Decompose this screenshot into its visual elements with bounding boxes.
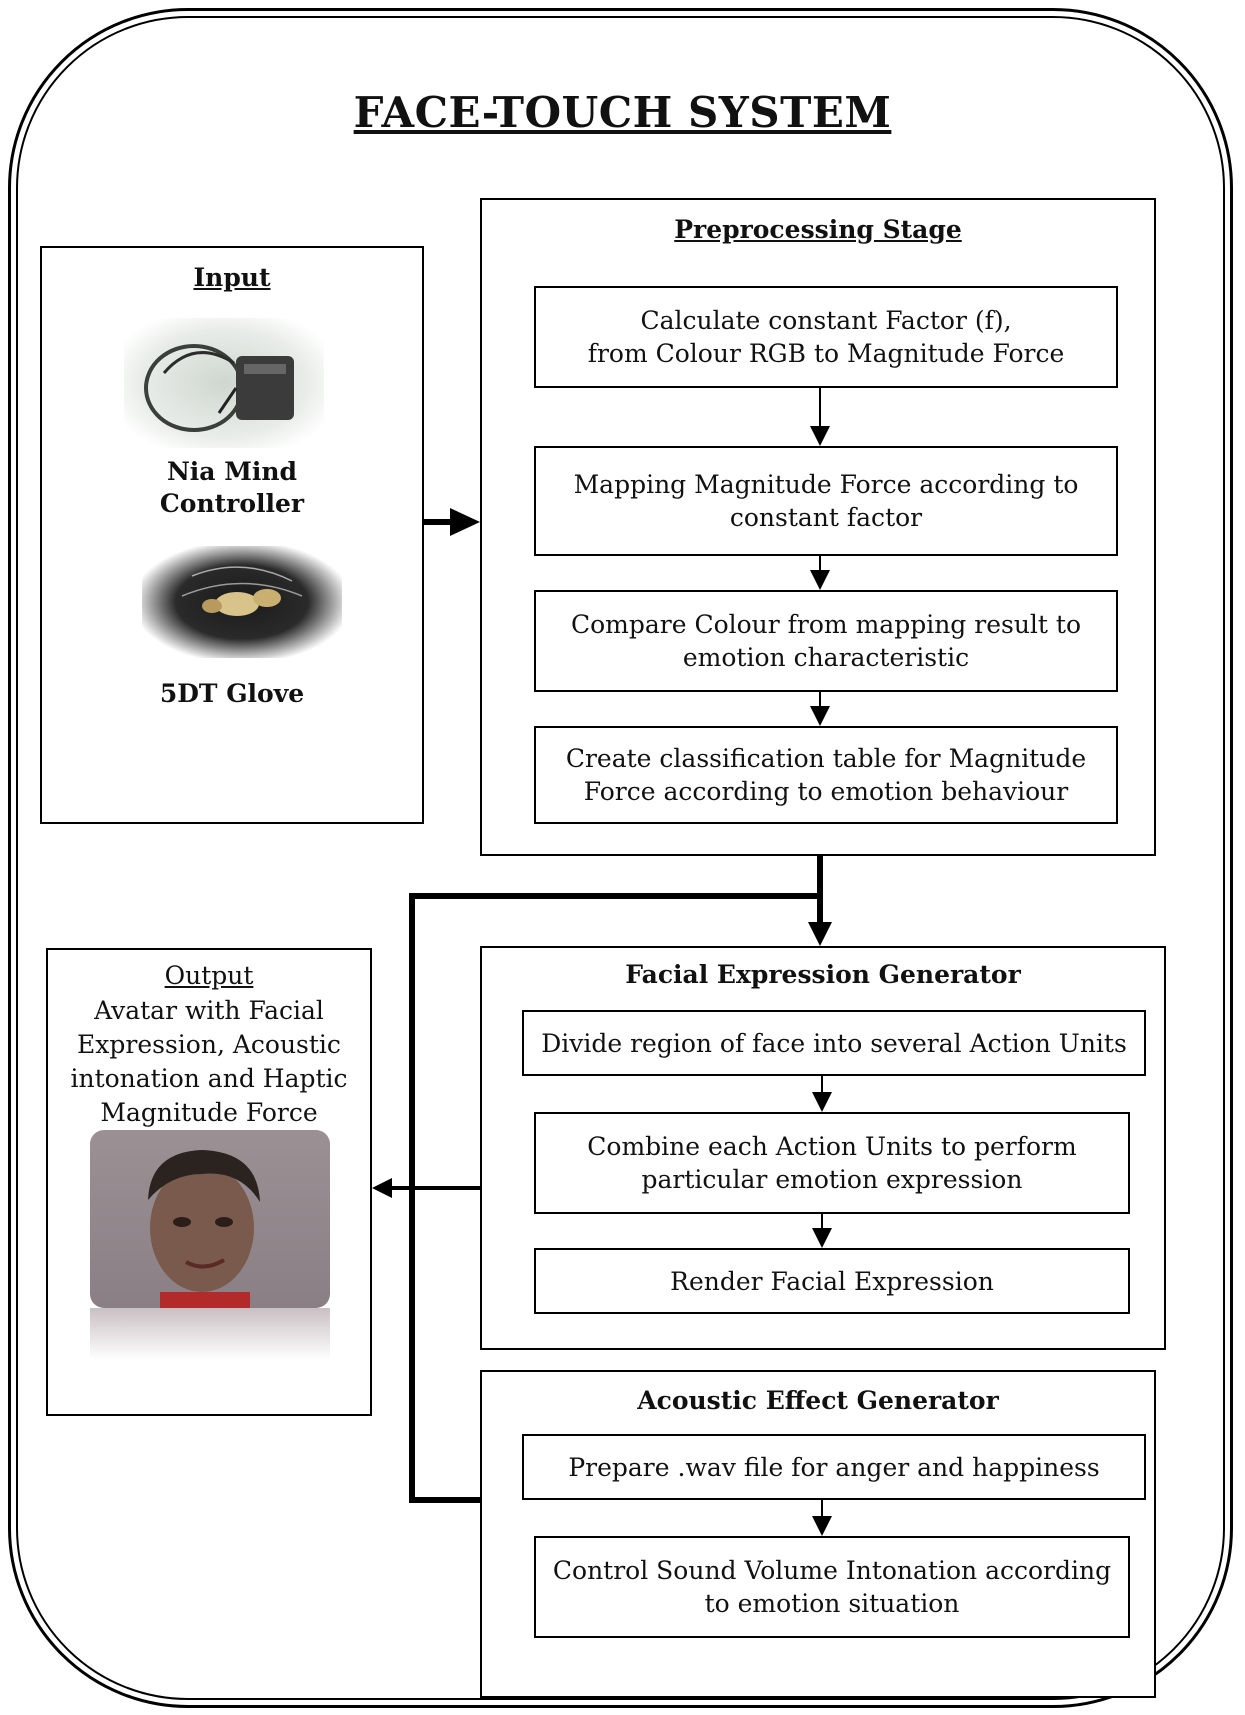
nia-mind-controller-image (124, 318, 324, 448)
preprocessing-step-2: Mapping Magnitude Force according to con… (534, 446, 1118, 556)
nia-mind-controller-label: Nia Mind Controller (159, 457, 305, 518)
input-box: Input Nia Mind Controller (40, 246, 424, 824)
output-heading: Output (164, 961, 254, 990)
5dt-glove-image (142, 546, 342, 658)
facial-heading: Facial Expression Generator (625, 960, 1021, 989)
facial-step-1: Divide region of face into several Actio… (522, 1010, 1146, 1076)
acoustic-step-1-text: Prepare .wav file for anger and happines… (568, 1452, 1100, 1482)
facial-step-1-text: Divide region of face into several Actio… (541, 1028, 1127, 1058)
facial-step-2-text: Combine each Action Units to perform par… (587, 1132, 1077, 1194)
outer-frame (8, 8, 1233, 1708)
preprocessing-step-4-text: Create classification table for Magnitud… (565, 744, 1087, 806)
arrowhead-pre-to-facial (808, 922, 832, 946)
preprocessing-step-2-text: Mapping Magnitude Force according to con… (573, 470, 1079, 532)
acoustic-step-2-text: Control Sound Volume Intonation accordin… (552, 1556, 1112, 1618)
facial-step-3: Render Facial Expression (534, 1248, 1130, 1314)
output-description: Avatar with Facial Expression, Acoustic … (70, 996, 348, 1127)
5dt-glove-label: 5DT Glove (159, 679, 305, 708)
arrowhead-to-output (372, 1178, 392, 1198)
avatar-image (90, 1130, 330, 1360)
facial-step-2: Combine each Action Units to perform par… (534, 1112, 1130, 1214)
preprocessing-heading: Preprocessing Stage (674, 215, 962, 244)
preprocessing-step-3: Compare Colour from mapping result to em… (534, 590, 1118, 692)
acoustic-step-2: Control Sound Volume Intonation accordin… (534, 1536, 1130, 1638)
output-box: Output Avatar with Facial Expression, Ac… (46, 948, 372, 1416)
arrowhead-input-to-preprocessing (450, 508, 480, 536)
acoustic-heading: Acoustic Effect Generator (637, 1386, 999, 1415)
diagram-title: FACE-TOUCH SYSTEM (353, 88, 892, 137)
input-heading: Input (193, 263, 271, 292)
preprocessing-step-3-text: Compare Colour from mapping result to em… (570, 610, 1082, 672)
preprocessing-step-1: Calculate constant Factor (f), from Colo… (534, 286, 1118, 388)
facial-step-3-text: Render Facial Expression (670, 1266, 994, 1296)
inner-frame (16, 16, 1225, 1700)
preprocessing-step-1-text: Calculate constant Factor (f), from Colo… (587, 306, 1065, 368)
acoustic-step-1: Prepare .wav file for anger and happines… (522, 1434, 1146, 1500)
preprocessing-step-4: Create classification table for Magnitud… (534, 726, 1118, 824)
